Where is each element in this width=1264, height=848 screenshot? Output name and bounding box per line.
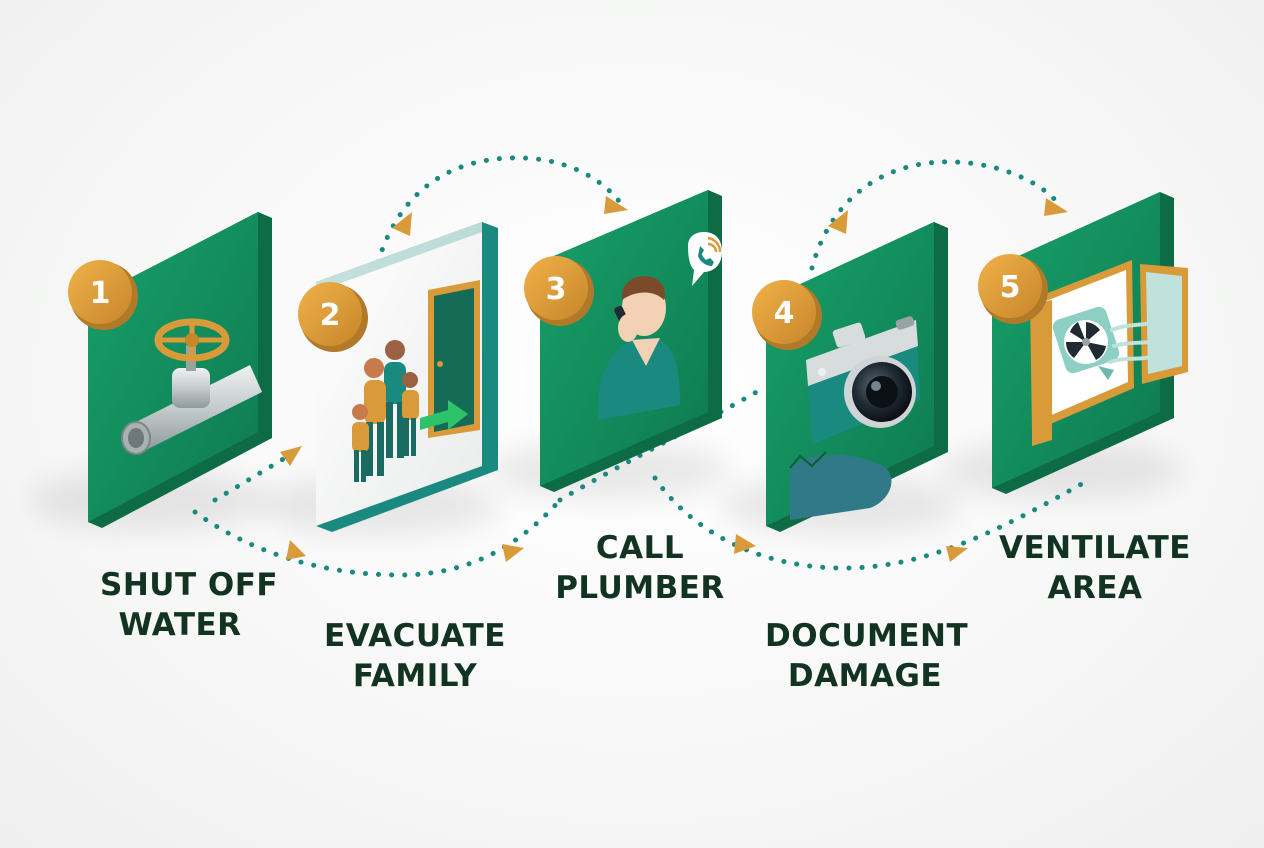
step-label-5-line2: AREA [1047,570,1143,606]
phone-call-icon [597,232,722,420]
connector-arrowheads [280,196,1068,562]
family-exit-icon [352,280,480,482]
step-badge-2: 2 [298,282,368,352]
camera-icon [789,316,920,520]
step-number-5: 5 [1000,270,1021,305]
step-label-3-line2: PLUMBER [555,570,725,606]
step-number-2: 2 [320,298,341,333]
step-card-1: 1 [68,212,272,528]
step-label-1: SHUT OFF WATER [100,565,279,645]
step-label-1-line2: WATER [118,607,242,643]
arrowhead-up-4 [828,210,848,234]
step-card-4: 4 [752,222,948,532]
step-label-3: CALL PLUMBER [555,528,725,608]
connector-top-4-5 [809,159,1065,271]
connector-paths [192,155,1088,578]
step-badge-1: 1 [68,260,138,330]
card-face [88,212,258,522]
step-badge-4: 4 [752,280,822,350]
step-number-3: 3 [546,272,567,307]
step-card-5: 5 [978,192,1188,494]
step-label-2: EVACUATE FAMILY [320,616,510,696]
step-label-4-line1: DOCUMENT [765,618,969,654]
step-label-4-line2: DAMAGE [787,658,943,694]
arrowhead-right-5 [1044,198,1068,216]
arrowhead-bottom-1 [286,540,306,560]
arrowhead-up-2 [392,212,412,236]
fan-window-icon [1030,260,1188,446]
step-label-2-line2: FAMILY [352,658,478,694]
step-label-5-line1: VENTILATE [999,530,1191,566]
step-label-4: DOCUMENT DAMAGE [765,616,969,696]
step-badge-3: 3 [524,256,594,326]
valve-icon [121,318,262,455]
step-label-1-line1: SHUT OFF [100,567,279,603]
connector-mid-3-4 [557,387,763,503]
step-badge-5: 5 [978,254,1048,324]
connector-bottom-3-5 [652,475,1088,571]
step-label-5: VENTILATE AREA [995,528,1195,608]
step-label-2-line1: EVACUATE [324,618,506,654]
arrowhead-bottom-5 [946,546,968,562]
step-number-1: 1 [90,276,111,311]
arrowhead-right-3 [604,196,628,214]
step-number-4: 4 [774,296,795,331]
step-label-3-line1: CALL [595,530,685,566]
arrowhead-bottom-3 [502,544,524,562]
step-card-3: 3 [524,190,722,492]
arrowhead-bottom-4 [734,534,756,554]
step-card-2: 2 [298,222,498,532]
arrowhead-mid-2 [280,446,302,466]
